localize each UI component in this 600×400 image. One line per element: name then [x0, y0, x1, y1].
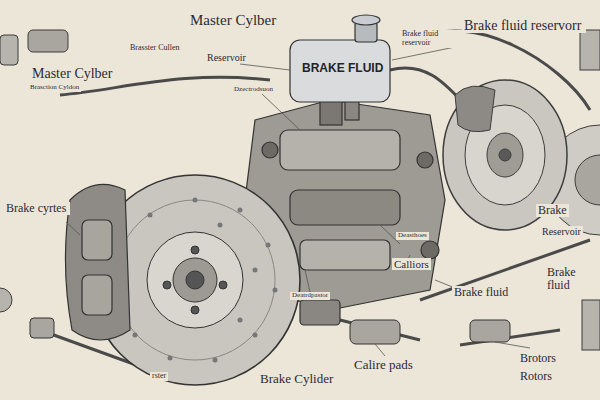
part-label: Master Cylber — [30, 66, 114, 81]
leader-lines — [66, 47, 530, 356]
part-label: Brasster Cullen — [128, 44, 182, 53]
master-cylinder-block — [245, 95, 445, 325]
part-label: Reservoir — [205, 52, 248, 63]
part-label: Deatrdpastor — [290, 292, 330, 300]
part-label: Brotors — [518, 352, 558, 365]
part-label: Brasction Cyldon — [28, 84, 81, 92]
brake-hoses — [40, 31, 590, 370]
part-label: rster — [150, 372, 168, 381]
part-label: Brake — [536, 204, 569, 217]
part-label: BRAKE FLUID — [300, 62, 394, 75]
part-label: Master Cylber — [188, 12, 278, 29]
part-label: Calliors — [392, 258, 431, 270]
fluid-reservoir — [290, 15, 390, 102]
part-label: Reservoir — [540, 226, 583, 237]
part-label: Brake fluid reservoir — [400, 30, 464, 48]
left-caliper — [65, 184, 130, 340]
part-label: Deasthoes — [396, 232, 429, 240]
edge-parts — [0, 30, 600, 350]
part-label: Rotors — [518, 370, 554, 383]
part-label: Brake Cylider — [258, 372, 335, 386]
part-label: Brake cyrtes — [4, 202, 70, 215]
part-label: Brake fluid — [545, 266, 593, 292]
part-label: Calire pads — [352, 358, 415, 372]
part-label: Brake fluid — [452, 286, 510, 299]
part-label: Brake fluid reservorr — [462, 18, 586, 33]
bottom-parts — [30, 318, 510, 344]
part-label: Dzectrodsuon — [232, 86, 275, 94]
